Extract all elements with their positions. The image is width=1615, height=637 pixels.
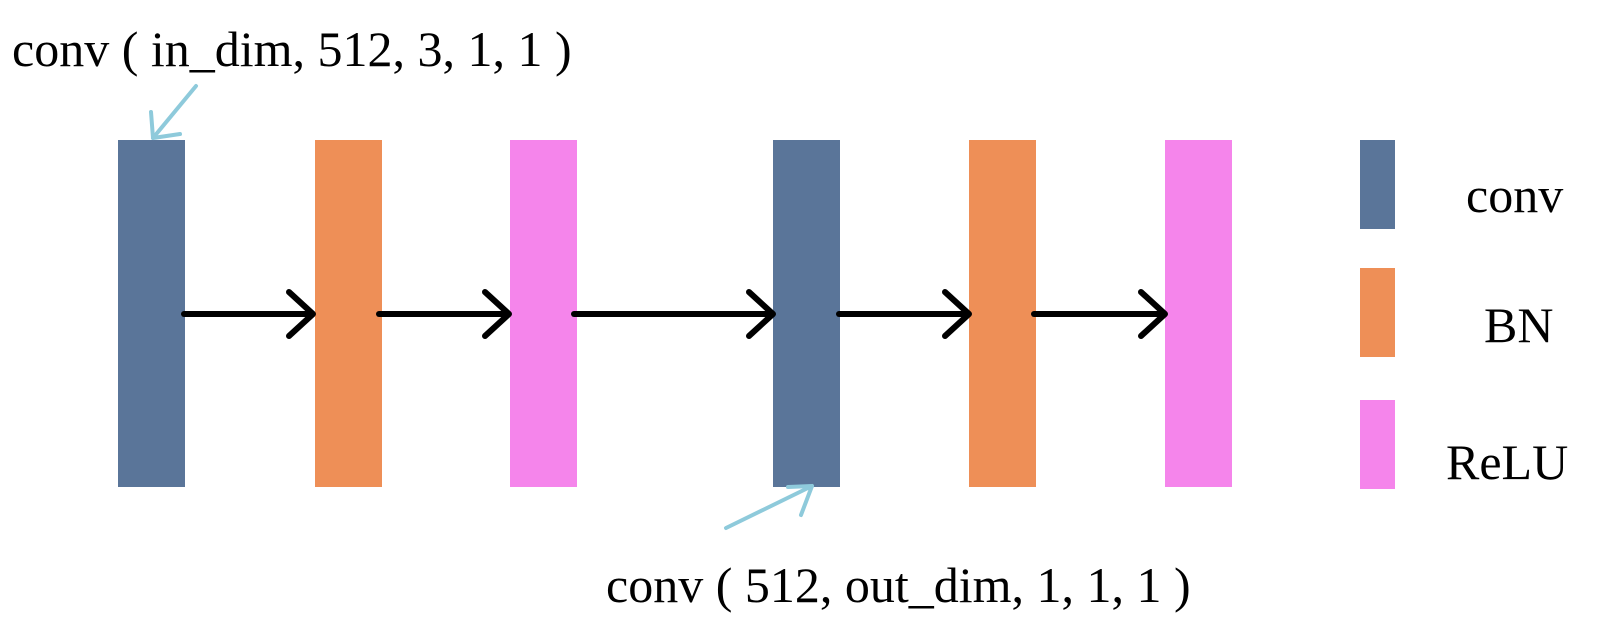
layer-group (118, 140, 1232, 487)
legend-label-relu: ReLU (1446, 434, 1569, 490)
flow-arrow-3 (571, 289, 776, 339)
first-conv-pointer (149, 84, 198, 140)
legend-swatch-conv (1360, 140, 1395, 229)
legend-label-bn: BN (1484, 297, 1554, 353)
layer-1-conv (118, 140, 185, 487)
flow-arrow-5 (1031, 289, 1168, 339)
second-conv-annotation: conv ( 512, out_dim, 1, 1, 1 ) (606, 557, 1191, 613)
legend-swatch-relu (1360, 400, 1395, 489)
legend-swatch-bn (1360, 268, 1395, 357)
flow-arrows (181, 289, 1168, 339)
flow-arrow-2 (376, 289, 512, 339)
layer-6-relu (1165, 140, 1232, 487)
pointer-arrows (149, 84, 814, 530)
legend (1360, 140, 1395, 489)
layer-5-bn (969, 140, 1036, 487)
layer-4-conv (773, 140, 840, 487)
layer-2-bn (315, 140, 382, 487)
second-conv-pointer (724, 484, 814, 530)
flow-arrow-4 (836, 289, 972, 339)
first-conv-annotation: conv ( in_dim, 512, 3, 1, 1 ) (12, 21, 572, 77)
layer-3-relu (510, 140, 577, 487)
flow-arrow-1 (181, 289, 316, 339)
legend-label-conv: conv (1466, 167, 1564, 223)
